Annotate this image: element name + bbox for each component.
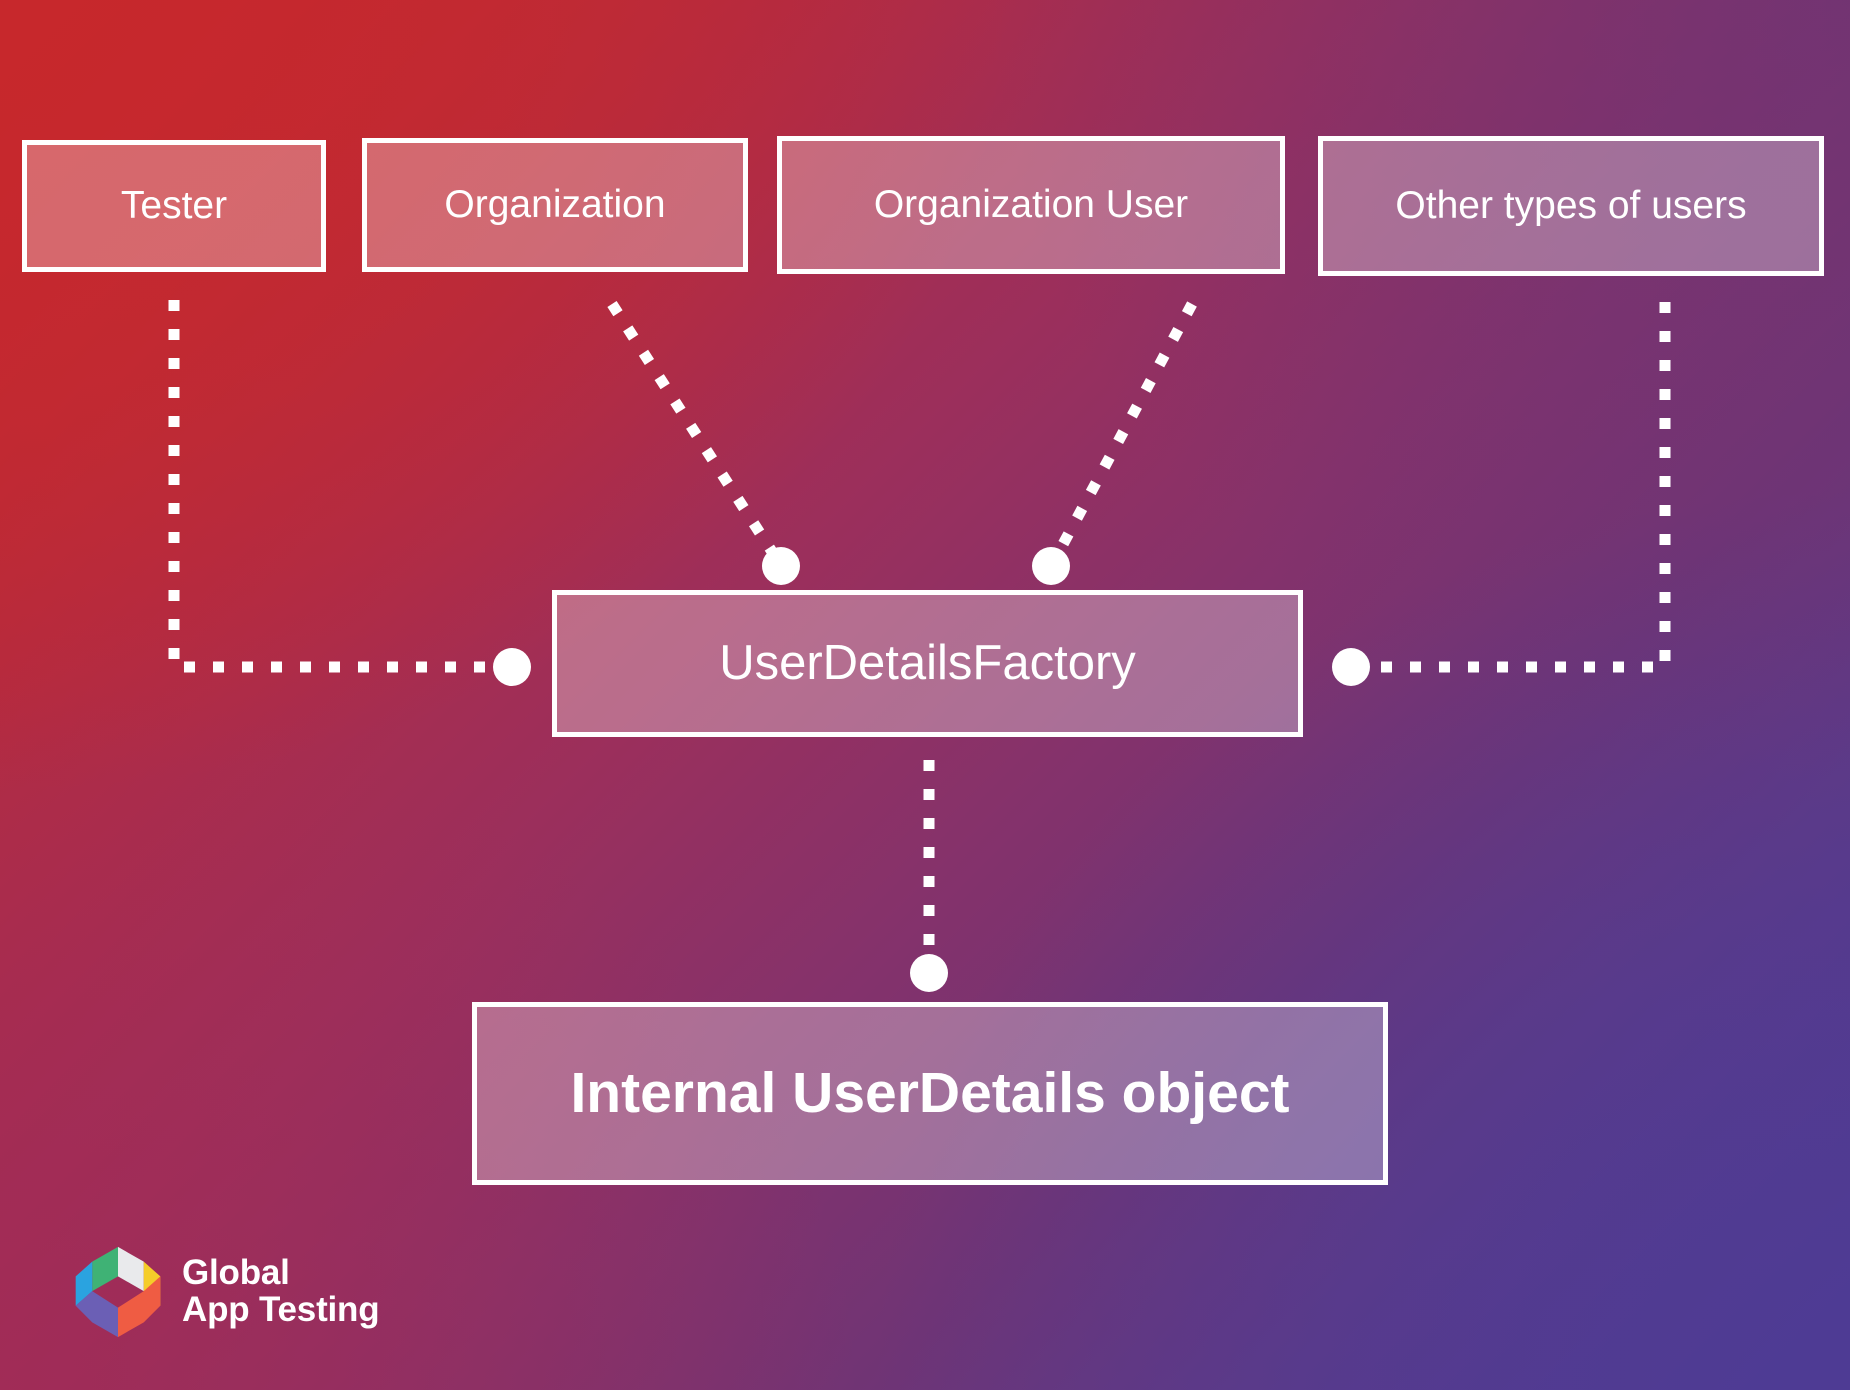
logo-line-2: App Testing [182,1290,380,1329]
connector-dot-internal [910,954,948,992]
node-internal-user-details-object-label: Internal UserDetails object [570,1061,1290,1126]
logo-line-1: Global [182,1253,290,1293]
logo-facet-left [75,1261,93,1306]
connector-organization-user-to-factory [1049,301,1197,564]
connector-dot-organization-user [1032,547,1070,585]
node-tester-label: Tester [120,183,228,227]
node-organization-user[interactable]: Organization User [777,136,1285,274]
node-other-types-of-users-label: Other types of users [1395,183,1747,227]
node-internal-user-details-object[interactable]: Internal UserDetails object [472,1002,1388,1185]
node-user-details-factory[interactable]: UserDetailsFactory [552,590,1303,737]
connector-organization-to-factory [607,301,783,564]
node-organization[interactable]: Organization [362,138,748,272]
connector-dot-organization [762,547,800,585]
node-organization-label: Organization [444,182,666,226]
connector-tester-to-factory [168,300,512,673]
connector-dot-other-users [1332,648,1370,686]
logo-facet-bottom-right [118,1276,161,1338]
connector-dot-tester [493,648,531,686]
connector-other-users-to-factory [1370,302,1671,673]
node-user-details-factory-label: UserDetailsFactory [719,635,1136,690]
node-organization-user-label: Organization User [873,182,1189,226]
global-app-testing-logo: Global App Testing [72,1243,380,1341]
hexagon-logo-icon [75,1246,161,1338]
logo-wordmark: Global App Testing [182,1253,380,1329]
logo-facet-bottom-left [75,1291,118,1338]
node-tester[interactable]: Tester [22,140,326,272]
node-other-types-of-users[interactable]: Other types of users [1318,136,1824,276]
